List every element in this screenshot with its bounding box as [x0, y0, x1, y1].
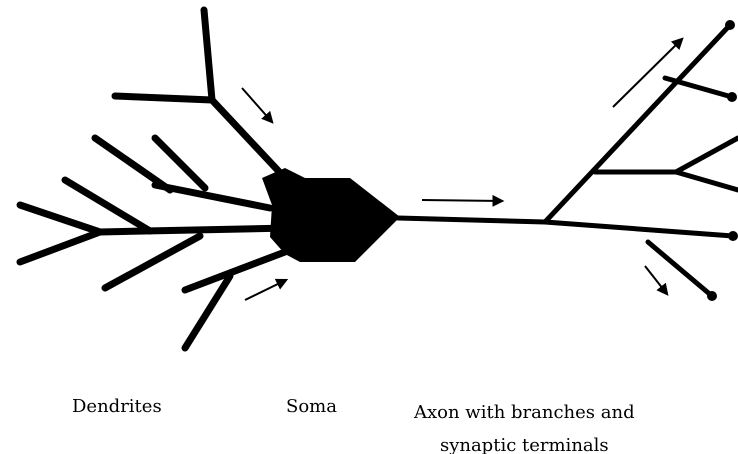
axon-label: Axon with branches and synaptic terminal… — [414, 396, 635, 454]
axon — [398, 25, 738, 296]
soma-label: Soma — [286, 396, 337, 417]
soma-body — [262, 168, 400, 262]
axon-label-line2: synaptic terminals — [414, 429, 635, 454]
axon-label-line1: Axon with branches and — [414, 396, 635, 429]
synaptic-terminals — [707, 20, 738, 301]
dendrites-label: Dendrites — [72, 396, 162, 417]
